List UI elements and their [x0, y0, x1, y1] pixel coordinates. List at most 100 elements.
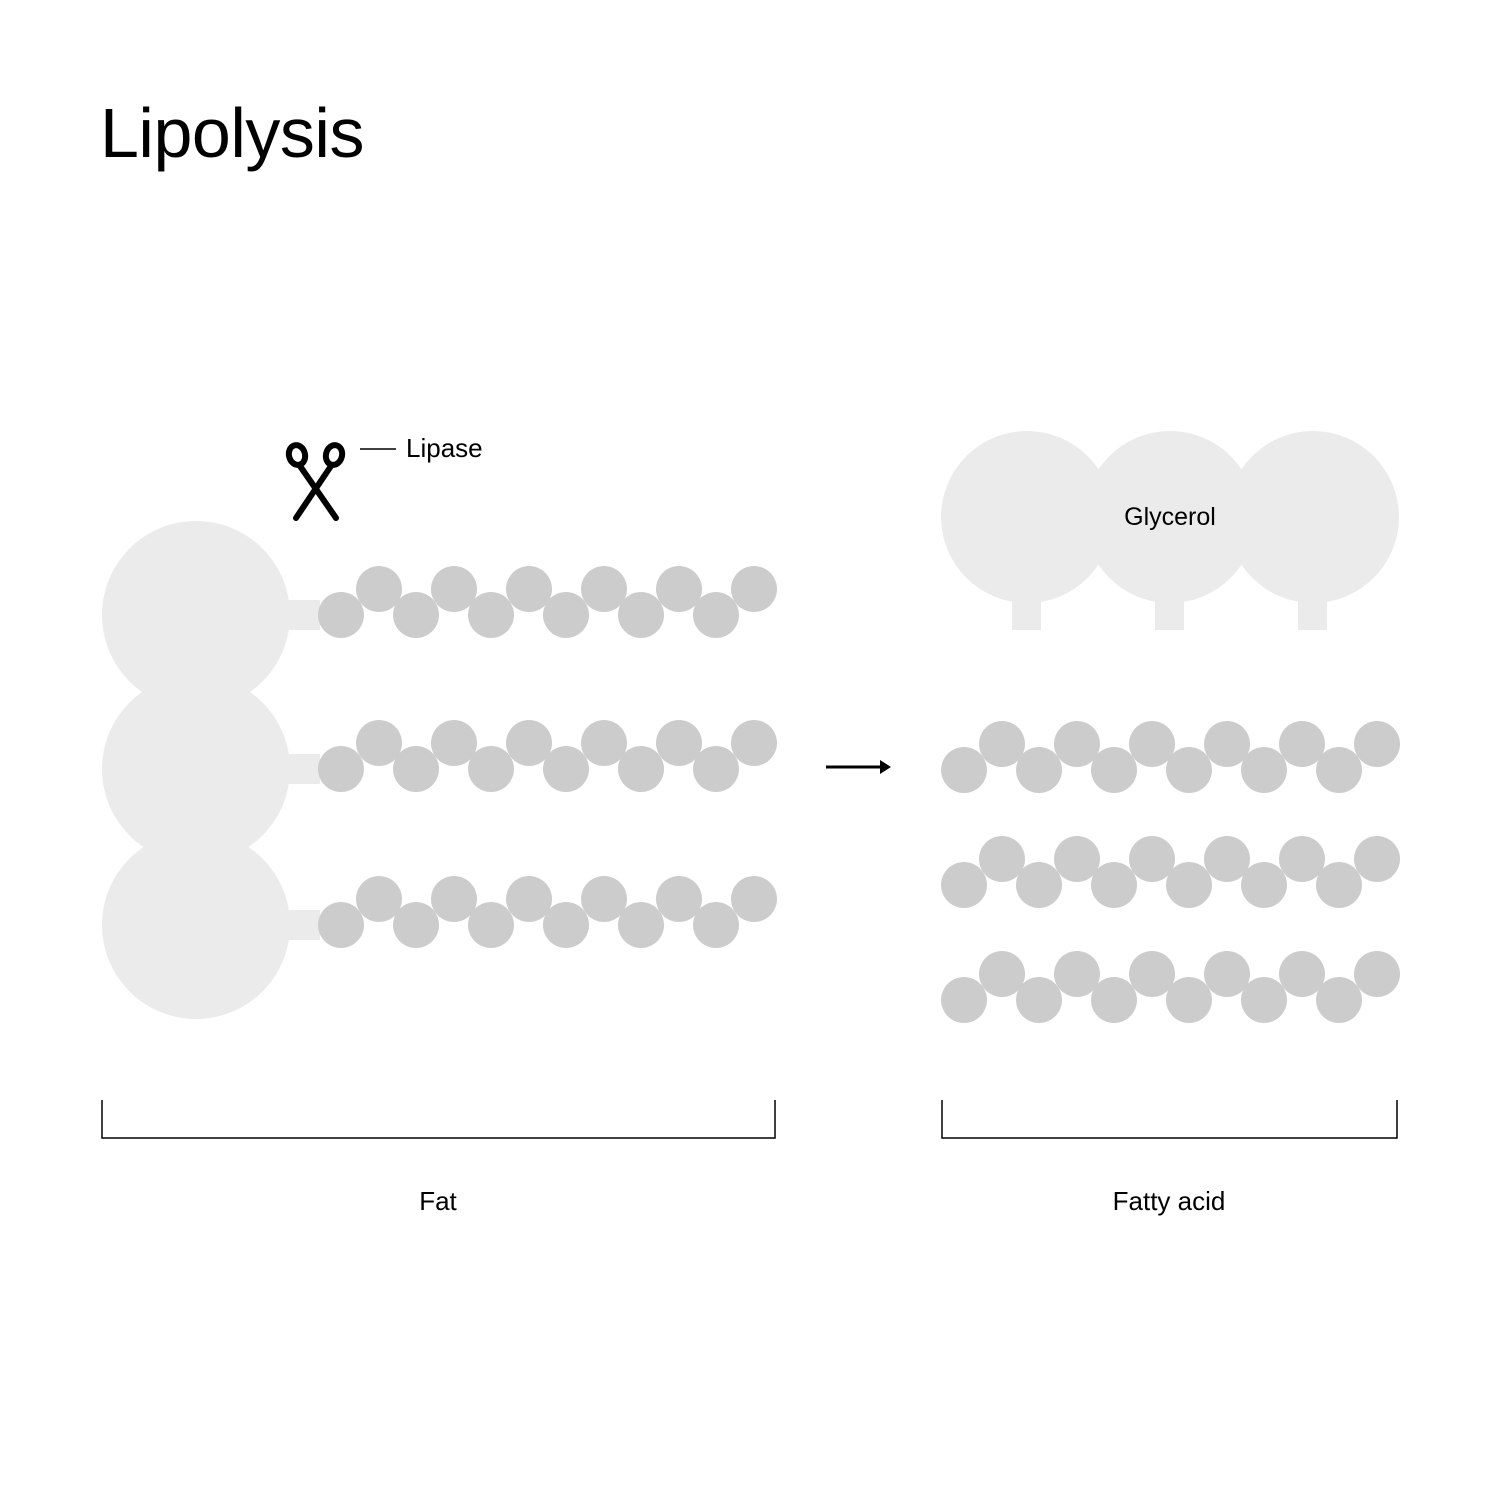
carbon-bead: [1279, 951, 1325, 997]
ester-bond: [286, 754, 320, 784]
carbon-bead: [1091, 977, 1137, 1023]
carbon-bead: [656, 876, 702, 922]
page-title: Lipolysis: [100, 94, 364, 172]
carbon-bead: [693, 592, 739, 638]
carbon-bead: [1241, 862, 1287, 908]
products: [941, 431, 1400, 1023]
carbon-bead: [941, 977, 987, 1023]
fat-label: Fat: [419, 1186, 457, 1216]
hydroxyl-stub: [1155, 598, 1184, 630]
carbon-bead: [941, 747, 987, 793]
carbon-bead: [618, 592, 664, 638]
carbon-bead: [1091, 747, 1137, 793]
carbon-bead: [506, 566, 552, 612]
ester-bond: [286, 910, 320, 940]
carbon-bead: [393, 592, 439, 638]
carbon-bead: [356, 876, 402, 922]
carbon-bead: [581, 720, 627, 766]
carbon-bead: [543, 746, 589, 792]
carbon-bead: [693, 746, 739, 792]
carbon-bead: [1166, 862, 1212, 908]
carbon-bead: [506, 720, 552, 766]
carbon-bead: [1316, 977, 1362, 1023]
hydroxyl-stub: [1298, 598, 1327, 630]
carbon-bead: [1204, 721, 1250, 767]
carbon-bead: [1316, 862, 1362, 908]
glycerol-unit: [1084, 431, 1256, 603]
carbon-bead: [1241, 977, 1287, 1023]
glycerol-unit: [102, 675, 290, 863]
lipase-label: Lipase: [406, 433, 483, 463]
carbon-bead: [1054, 721, 1100, 767]
carbon-bead: [693, 902, 739, 948]
carbon-bead: [941, 862, 987, 908]
carbon-bead: [431, 876, 477, 922]
arrow-right-icon: [826, 760, 891, 774]
carbon-bead: [1279, 836, 1325, 882]
carbon-bead: [1354, 721, 1400, 767]
carbon-bead: [1204, 836, 1250, 882]
carbon-bead: [1016, 977, 1062, 1023]
carbon-bead: [431, 720, 477, 766]
carbon-bead: [581, 566, 627, 612]
carbon-bead: [468, 902, 514, 948]
carbon-bead: [656, 720, 702, 766]
carbon-bead: [979, 836, 1025, 882]
carbon-bead: [1016, 862, 1062, 908]
carbon-bead: [656, 566, 702, 612]
carbon-bead: [318, 592, 364, 638]
carbon-bead: [1279, 721, 1325, 767]
carbon-bead: [543, 592, 589, 638]
scissors-icon: [285, 442, 346, 521]
carbon-bead: [318, 746, 364, 792]
carbon-bead: [1054, 836, 1100, 882]
carbon-bead: [506, 876, 552, 922]
carbon-bead: [468, 592, 514, 638]
hydroxyl-stub: [1012, 598, 1041, 630]
carbon-bead: [468, 746, 514, 792]
fatty-acid-chain: [318, 566, 777, 638]
fatty-acid-chain: [941, 951, 1400, 1023]
glycerol-unit: [102, 521, 290, 709]
carbon-bead: [1204, 951, 1250, 997]
fatty-acid-chain: [941, 721, 1400, 793]
fatty-acid-label: Fatty acid: [1113, 1186, 1226, 1216]
carbon-bead: [1016, 747, 1062, 793]
carbon-bead: [1316, 747, 1362, 793]
carbon-bead: [393, 902, 439, 948]
fatty-acid-chain: [318, 876, 777, 948]
glycerol-label: Glycerol: [1124, 503, 1216, 531]
carbon-bead: [1241, 747, 1287, 793]
carbon-bead: [1166, 977, 1212, 1023]
carbon-bead: [731, 876, 777, 922]
carbon-bead: [731, 566, 777, 612]
carbon-bead: [979, 721, 1025, 767]
fat-bracket: [101, 1100, 776, 1139]
carbon-bead: [1129, 836, 1175, 882]
carbon-bead: [618, 902, 664, 948]
ester-bond: [286, 600, 320, 630]
carbon-bead: [618, 746, 664, 792]
glycerol-unit: [941, 431, 1113, 603]
fat-molecule: [102, 521, 777, 1019]
carbon-bead: [1054, 951, 1100, 997]
glycerol-unit: [102, 831, 290, 1019]
carbon-bead: [581, 876, 627, 922]
carbon-bead: [1129, 721, 1175, 767]
carbon-bead: [1091, 862, 1137, 908]
carbon-bead: [731, 720, 777, 766]
carbon-bead: [1354, 951, 1400, 997]
carbon-bead: [356, 720, 402, 766]
carbon-bead: [393, 746, 439, 792]
fatty-acid-bracket: [941, 1100, 1398, 1139]
fatty-acid-chain: [941, 836, 1400, 908]
carbon-bead: [543, 902, 589, 948]
carbon-bead: [318, 902, 364, 948]
carbon-bead: [1354, 836, 1400, 882]
fatty-acid-chain: [318, 720, 777, 792]
carbon-bead: [356, 566, 402, 612]
carbon-bead: [1129, 951, 1175, 997]
glycerol-unit: [1227, 431, 1399, 603]
carbon-bead: [979, 951, 1025, 997]
